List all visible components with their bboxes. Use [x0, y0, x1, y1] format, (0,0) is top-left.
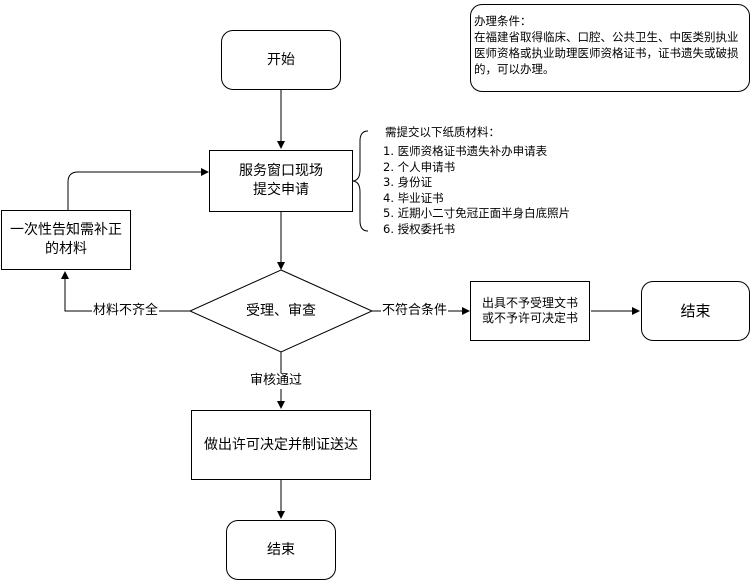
- conditions-note-text: 办理条件： 在福建省取得临床、口腔、公共卫生、中医类别执业医师资格或执业助理医师…: [474, 14, 739, 76]
- materials-item: 5. 近期小二寸免冠正面半身白底照片: [383, 206, 571, 220]
- edge-label-approved: 审核通过: [249, 373, 304, 389]
- conditions-note: 办理条件： 在福建省取得临床、口腔、公共卫生、中医类别执业医师资格或执业助理医师…: [470, 4, 750, 92]
- supplement-notice-label: 一次性告知需补正 的材料: [10, 222, 122, 257]
- rejection-document-label: 出具不予受理文书 或不予许可决定书: [481, 296, 578, 325]
- supplement-notice-node: 一次性告知需补正 的材料: [1, 210, 131, 270]
- materials-item: 6. 授权委托书: [383, 221, 456, 236]
- materials-item: 4. 毕业证书: [383, 190, 444, 205]
- end-bottom-label: 结束: [267, 541, 295, 558]
- materials-title: 需提交以下纸质材料：: [385, 125, 500, 139]
- start-node: 开始: [221, 30, 341, 90]
- review-decision-label: 受理、审查: [246, 302, 316, 319]
- permit-issue-node: 做出许可决定并制证送达: [191, 410, 371, 480]
- edge-notify-submit: [67, 168, 209, 210]
- submit-application-label: 服务窗口现场 提交申请: [239, 163, 323, 198]
- review-diamond-shape: [188, 269, 374, 353]
- submit-application-node: 服务窗口现场 提交申请: [209, 150, 353, 212]
- permit-issue-label: 做出许可决定并制证送达: [204, 436, 358, 453]
- materials-item: 3. 身份证: [383, 175, 433, 189]
- edge-label-not-qualified: 不符合条件: [381, 303, 449, 319]
- review-decision-node: 受理、审查: [226, 300, 336, 322]
- materials-bracket: [351, 130, 369, 232]
- materials-item: 2. 个人申请书: [383, 159, 456, 174]
- end-right-label: 结束: [680, 301, 711, 320]
- end-node-bottom: 结束: [226, 520, 336, 580]
- edge-label-incomplete: 材料不齐全: [92, 303, 160, 319]
- end-node-right: 结束: [641, 281, 750, 341]
- materials-list: 1. 医师资格证书遗失补办申请表 2. 个人申请书 3. 身份证 4. 毕业证书…: [383, 144, 570, 237]
- rejection-document-node: 出具不予受理文书 或不予许可决定书: [470, 281, 590, 341]
- materials-item: 1. 医师资格证书遗失补办申请表: [383, 144, 548, 158]
- start-label: 开始: [267, 51, 295, 68]
